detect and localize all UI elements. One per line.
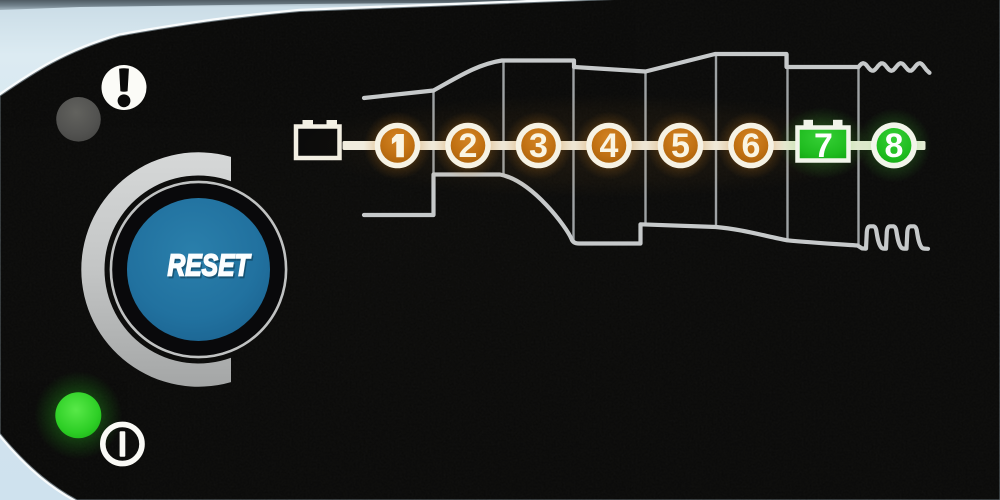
svg-text:5: 5	[671, 127, 690, 165]
svg-text:RESET: RESET	[169, 249, 253, 284]
svg-text:8: 8	[885, 127, 904, 165]
svg-text:4: 4	[600, 127, 619, 165]
svg-text:6: 6	[742, 127, 761, 165]
svg-text:RESET: RESET	[168, 248, 252, 283]
svg-text:2: 2	[459, 127, 478, 165]
svg-text:7: 7	[814, 127, 833, 165]
svg-text:3: 3	[529, 127, 548, 165]
